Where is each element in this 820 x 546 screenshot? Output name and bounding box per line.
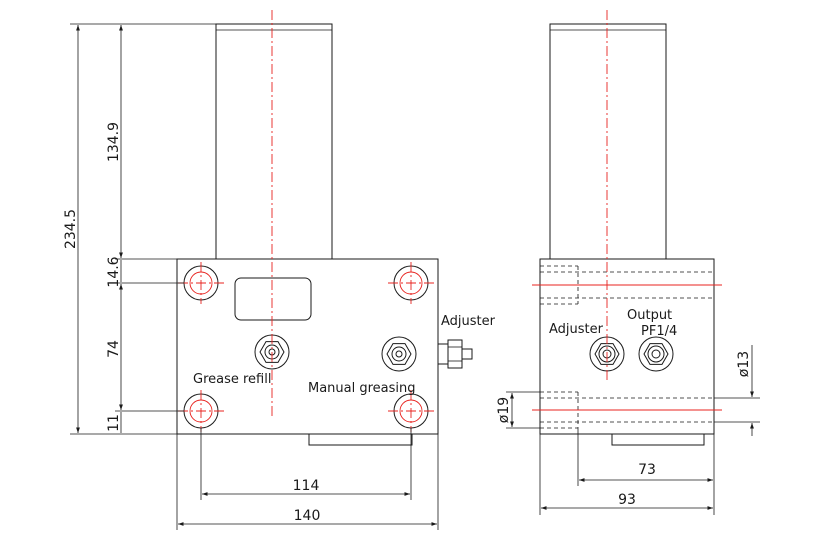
- front-body: [176, 258, 439, 435]
- dim-top-offset: 14.6: [106, 256, 122, 287]
- label-manual-greasing: Manual greasing: [308, 381, 416, 396]
- side-bottom-tab: [611, 433, 705, 446]
- front-cylinder: [215, 23, 333, 261]
- side-body: [539, 258, 715, 435]
- dim-hole-spacing-h: 114: [293, 478, 320, 494]
- label-output: Output: [627, 308, 672, 323]
- dim-cylinder-height: 134.9: [106, 122, 122, 162]
- side-cylinder: [549, 23, 667, 261]
- manual-greasing-fitting: [381, 336, 417, 372]
- dim-output-dia: ø13: [736, 351, 752, 377]
- label-output-thread: PF1/4: [641, 324, 677, 339]
- front-dimensions: 234.5 134.9 14.6 74 11 114 140: [63, 23, 439, 530]
- dim-body-width: 140: [294, 508, 321, 524]
- dim-bottom-offset: 11: [106, 414, 122, 432]
- label-grease-refill: Grease refill: [193, 372, 271, 387]
- side-output-port: [638, 336, 674, 372]
- adjuster-screw-front: [437, 339, 473, 369]
- label-adjuster-front: Adjuster: [441, 314, 496, 329]
- front-bottom-tab: [308, 433, 413, 446]
- side-view: [532, 10, 722, 446]
- mount-hole-top-right: [388, 262, 434, 304]
- dim-hole-spacing-v: 74: [106, 340, 122, 358]
- mount-hole-top-left: [178, 262, 224, 304]
- dim-port-dia: ø19: [496, 397, 512, 423]
- dim-total-height: 234.5: [63, 209, 79, 249]
- side-bottom-bore: [532, 391, 722, 429]
- front-view: [176, 10, 473, 446]
- dim-side-port-span: 73: [638, 462, 656, 478]
- front-window-slot: [234, 277, 312, 321]
- label-adjuster-side: Adjuster: [549, 322, 604, 337]
- side-top-bore: [532, 265, 722, 305]
- side-dimensions: 73 93 ø19 ø13: [496, 345, 760, 515]
- dim-side-width: 93: [618, 492, 636, 508]
